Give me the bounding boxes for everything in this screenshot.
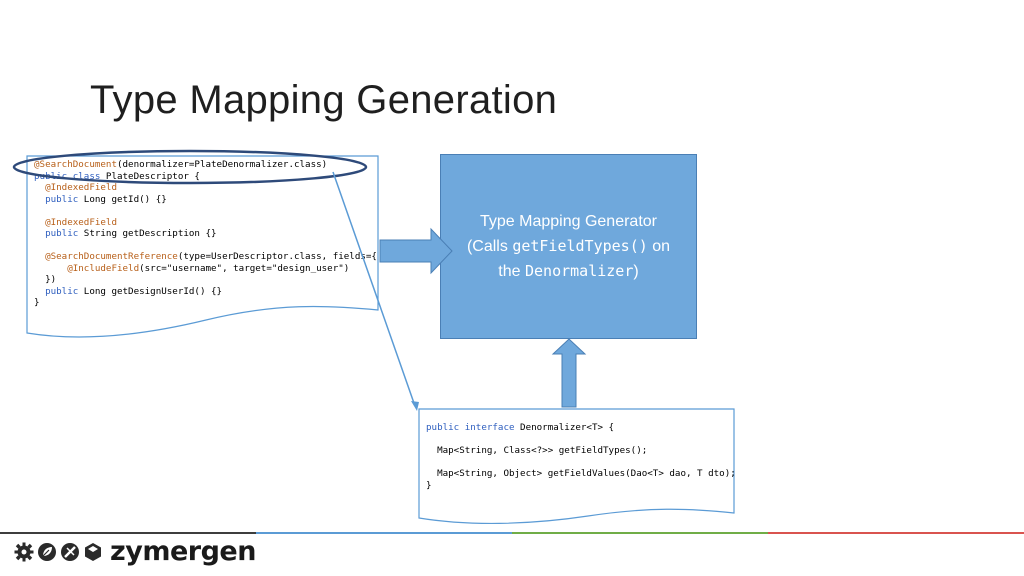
code-text: Long getDesignUserId() {} — [78, 285, 223, 297]
generator-line3-prefix: the — [498, 262, 525, 280]
code-line: public Long getId() {} — [34, 194, 167, 205]
code-text: Denormalizer<T> { — [514, 422, 615, 433]
code-text: } — [34, 297, 40, 308]
code-line: Map<String, Object> getFieldValues(Dao<T… — [426, 468, 736, 479]
generator-class-code: Denormalizer — [524, 261, 634, 280]
code-line: public String getDescription {} — [34, 228, 217, 239]
connector-line — [332, 171, 416, 407]
code-line: @IndexedField — [34, 217, 117, 228]
code-text: } — [426, 479, 432, 491]
document-shape — [26, 155, 379, 338]
code-line: @SearchDocumentReference(type=UserDescri… — [34, 251, 377, 262]
footer-line-green — [512, 532, 768, 534]
generator-line3: the Denormalizer) — [467, 259, 670, 284]
code-line: }) — [34, 274, 56, 285]
code-keyword: public — [34, 193, 79, 205]
code-line: } — [34, 297, 40, 308]
code-text: Long getId() {} — [78, 193, 167, 205]
logo-wordmark: zymergen — [110, 536, 256, 567]
code-text: PlateDescriptor { — [100, 170, 200, 182]
code-annotation: @SearchDocumentReference — [34, 251, 178, 262]
interface-code-document: public interface Denormalizer<T> { Map<S… — [418, 408, 736, 526]
code-annotation: @IndexedField — [34, 216, 117, 228]
generator-line3-suffix: ) — [633, 262, 639, 280]
document-shape — [418, 408, 735, 525]
generator-title: Type Mapping Generator — [480, 212, 657, 230]
leaf-icon — [38, 543, 56, 561]
code-text: (type=UserDescriptor.class, fields={ — [177, 251, 377, 262]
footer-line-blue — [256, 532, 512, 534]
generator-line2: (Calls getFieldTypes() on — [467, 234, 670, 259]
flask-icon — [61, 543, 79, 561]
code-text: }) — [34, 274, 57, 285]
code-keyword: public — [34, 228, 79, 239]
generator-line2-prefix: (Calls — [466, 237, 513, 255]
connector-arrowhead — [411, 401, 419, 411]
code-text: (src="username", target="design_user") — [139, 262, 350, 274]
highlight-ellipse — [12, 149, 368, 185]
generator-method-code: getFieldTypes() — [512, 236, 648, 255]
gear-icon — [14, 542, 34, 562]
code-line: } — [426, 480, 432, 491]
code-line: @SearchDocument(denormalizer=PlateDenorm… — [34, 159, 327, 170]
code-annotation: @IncludeField — [34, 262, 140, 274]
company-logo: zymergen — [14, 536, 256, 568]
code-text: Map<String, Object> getFieldValues(Dao<T… — [426, 468, 736, 479]
code-annotation: @IndexedField — [34, 182, 117, 193]
code-line: @IndexedField — [34, 182, 117, 193]
slide-title: Type Mapping Generation — [90, 78, 558, 122]
code-text: String getDescription {} — [78, 228, 217, 239]
code-line: public Long getDesignUserId() {} — [34, 286, 222, 297]
right-block-arrow — [379, 227, 453, 275]
code-line: Map<String, Class<?>> getFieldTypes(); — [426, 445, 647, 456]
type-mapping-generator-box: Type Mapping Generator (Calls getFieldTy… — [440, 154, 697, 339]
code-keyword: public interface — [426, 422, 515, 433]
code-line: public interface Denormalizer<T> { — [426, 422, 614, 433]
footer-line-dark — [0, 532, 256, 534]
generator-line2-suffix: on — [647, 237, 671, 255]
interface-listing: public interface Denormalizer<T> { Map<S… — [426, 422, 736, 491]
code-text: Map<String, Class<?>> getFieldTypes(); — [426, 445, 648, 456]
code-keyword: public — [34, 285, 79, 297]
code-listing: @SearchDocument(denormalizer=PlateDenorm… — [34, 159, 377, 309]
class-code-document: @SearchDocument(denormalizer=PlateDenorm… — [26, 155, 380, 345]
code-text: (denormalizer=PlateDenormalizer.class) — [116, 159, 328, 170]
up-block-arrow — [551, 338, 587, 408]
footer-line-red — [768, 532, 1024, 534]
cube-icon — [85, 543, 101, 561]
code-annotation: @SearchDocument — [34, 159, 117, 170]
code-line: @IncludeField(src="username", target="de… — [34, 263, 349, 274]
